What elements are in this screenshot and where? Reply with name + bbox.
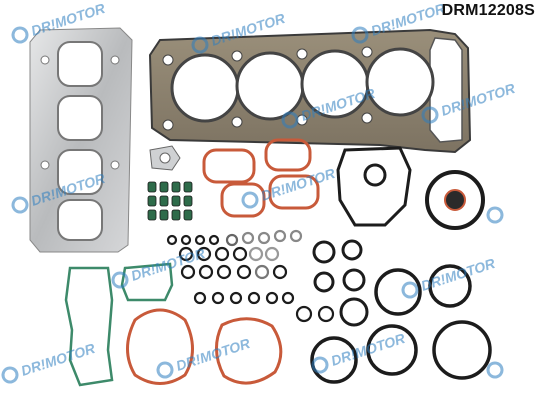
oil-seals bbox=[425, 170, 485, 230]
watermark: DR!MOTOR bbox=[156, 335, 253, 379]
watermark: DR!MOTOR bbox=[1, 340, 98, 384]
svg-text:DR!MOTOR: DR!MOTOR bbox=[129, 245, 208, 284]
svg-text:DR!MOTOR: DR!MOTOR bbox=[19, 340, 98, 379]
valve-cover-gaskets bbox=[64, 262, 174, 387]
svg-text:DR!MOTOR: DR!MOTOR bbox=[329, 330, 408, 369]
cylinder-head-gasket bbox=[148, 28, 472, 154]
o-rings bbox=[166, 229, 335, 323]
watermark bbox=[486, 361, 504, 379]
watermark bbox=[486, 206, 504, 224]
timing-cover-gasket bbox=[336, 146, 412, 227]
valve-stem-seals bbox=[147, 181, 193, 221]
intake-gaskets bbox=[126, 138, 320, 385]
small-metal-gasket bbox=[149, 145, 181, 171]
medium-seals bbox=[312, 239, 369, 327]
exhaust-manifold-gasket bbox=[29, 27, 133, 253]
part-code-label: DRM12208S bbox=[441, 2, 535, 19]
svg-text:DR!MOTOR: DR!MOTOR bbox=[174, 335, 253, 374]
svg-text:DR!MOTOR: DR!MOTOR bbox=[419, 255, 498, 294]
large-rings bbox=[310, 264, 492, 384]
watermark: DR!MOTOR bbox=[311, 330, 408, 374]
